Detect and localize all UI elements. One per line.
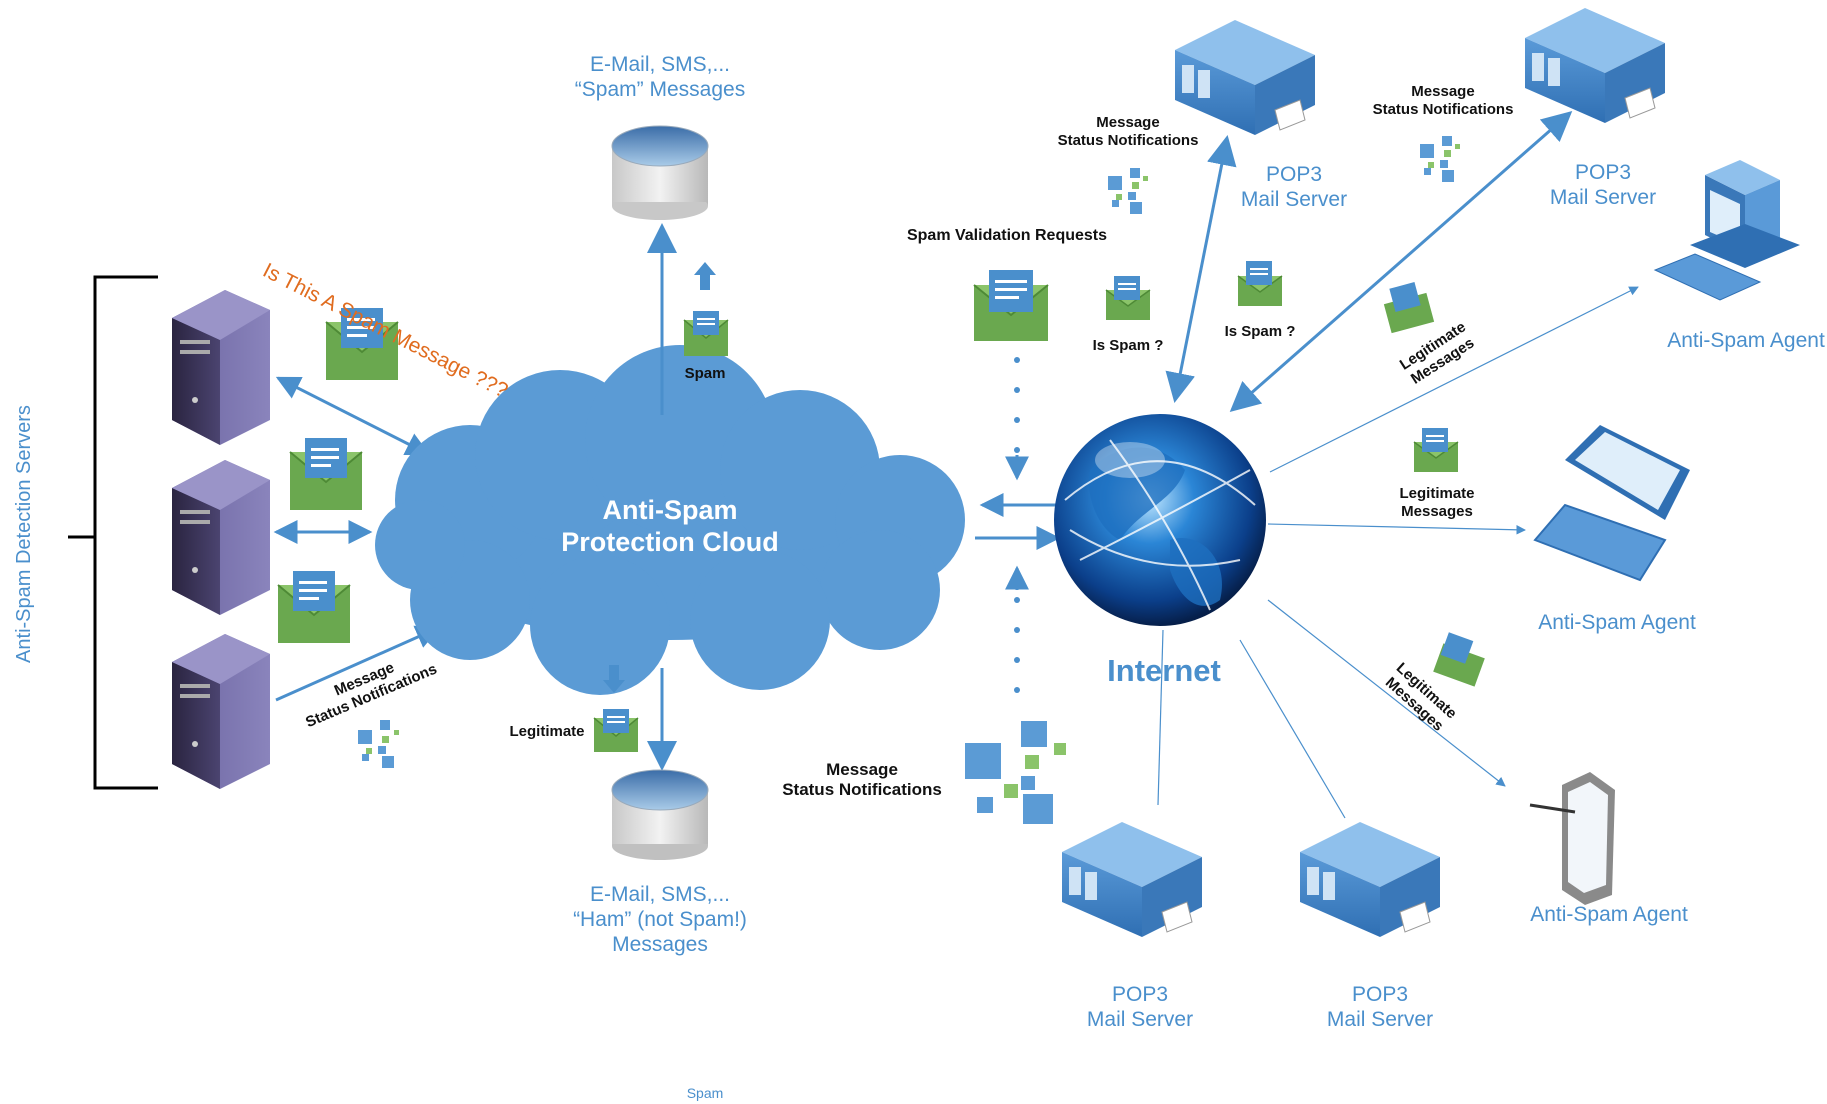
up-arrow-icon [694, 262, 716, 290]
arrow-internet-agent-tablet [1267, 599, 1506, 787]
envelope-icon [1237, 261, 1283, 306]
cloud-label: Anti-Spam Protection Cloud [561, 494, 779, 559]
agent-label-3: Anti-Spam Agent [1530, 903, 1688, 926]
spam-validation-label: Spam Validation Requests [906, 227, 1108, 244]
status-label-top-1-line-1: Message [1096, 114, 1160, 131]
status-mosaic-icon [1420, 136, 1460, 182]
pop3-label-bottom-2-line-2: Mail Server [1326, 1008, 1434, 1032]
pop3-label-top-2-line-1: POP3 [1574, 161, 1632, 184]
detection-server-3[interactable] [172, 634, 270, 789]
ham-db-label-line-1: E-Mail, SMS,... [589, 883, 731, 906]
legit-label-2-line-2: Messages [1401, 503, 1473, 520]
agent-label-2: Anti-Spam Agent [1538, 611, 1696, 634]
envelope-icon [277, 571, 351, 643]
desktop-computer-icon[interactable] [1653, 160, 1800, 301]
agent-label-1: Anti-Spam Agent [1667, 329, 1825, 352]
envelope-icon [1105, 276, 1151, 320]
arrow-internet-agent-desktop [1269, 286, 1639, 473]
pop3-label-top-2: POP3 Mail Server [1550, 160, 1656, 210]
spam-db-label-line-1: E-Mail, SMS,... [589, 53, 731, 76]
pop3-server-top-2[interactable] [1525, 8, 1665, 123]
is-spam-label-2: Is Spam ? [1224, 323, 1296, 340]
pop3-server-bottom-2[interactable] [1300, 822, 1440, 937]
pop3-label-top-2-line-2: Mail Server [1549, 186, 1657, 210]
status-label-center-line-2: Status Notifications [782, 780, 942, 800]
laptop-icon[interactable] [1533, 425, 1690, 582]
spam-db-label-line-2: “Spam” Messages [574, 78, 746, 102]
status-label-top-2-line-2: Status Notifications [1372, 101, 1514, 118]
pop3-label-bottom-1-line-2: Mail Server [1086, 1008, 1194, 1032]
pop3-server-top-1[interactable] [1175, 20, 1315, 135]
pop3-label-top-1-line-1: POP3 [1265, 163, 1323, 186]
status-mosaic-icon [965, 721, 1066, 824]
arrow-server3-cloud [275, 625, 441, 702]
down-arrow-icon [603, 665, 625, 693]
pop3-label-top-1-line-2: Mail Server [1240, 188, 1348, 212]
ham-db-label: E-Mail, SMS,... “Ham” (not Spam!) Messag… [573, 882, 747, 958]
spam-db-label: E-Mail, SMS,... “Spam” Messages [575, 52, 745, 102]
pop3-label-bottom-1: POP3 Mail Server [1087, 982, 1193, 1032]
envelope-icon [593, 709, 639, 752]
server-bracket [68, 275, 158, 790]
envelope-icon [1433, 632, 1485, 687]
legit-label-2: Legitimate Messages [1399, 485, 1474, 521]
envelope-icon [325, 308, 399, 380]
pop3-label-bottom-2: POP3 Mail Server [1327, 982, 1433, 1032]
envelope-icon [289, 438, 363, 510]
status-label-top-1-line-2: Status Notifications [1057, 132, 1199, 149]
pop3-server-bottom-1[interactable] [1062, 822, 1202, 937]
side-label: Anti-Spam Detection Servers [13, 405, 35, 663]
footer-spam-label: Spam [686, 1085, 724, 1101]
line-internet-pop3-bottom1 [1157, 629, 1164, 806]
ham-database[interactable] [611, 769, 709, 860]
pop3-label-top-1: POP3 Mail Server [1241, 162, 1347, 212]
pop3-label-bottom-1-line-1: POP3 [1111, 983, 1169, 1006]
cloud-label-line-1: Anti-Spam [602, 495, 738, 525]
envelope-icon [1383, 282, 1435, 334]
cloud-label-line-2: Protection Cloud [561, 527, 779, 558]
arrow-internet-pop3-top2 [1229, 111, 1573, 412]
protection-cloud[interactable] [375, 345, 965, 695]
line-internet-pop3-bottom2 [1239, 639, 1346, 819]
arrow-internet-agent-laptop [1267, 523, 1526, 535]
detection-server-2[interactable] [172, 460, 270, 615]
dotted-connector [1014, 357, 1020, 693]
detection-server-1[interactable] [172, 290, 270, 445]
status-label-center: Message Status Notifications [782, 760, 942, 801]
ham-db-label-line-3: Messages [612, 933, 708, 957]
tablet-icon[interactable] [1529, 772, 1615, 905]
internet-label: Internet [1107, 653, 1221, 688]
ham-db-label-line-2: “Ham” (not Spam!) [573, 908, 747, 932]
status-mosaic-icon [1108, 168, 1148, 214]
status-label-top-2: Message Status Notifications [1373, 83, 1514, 119]
arrow-internet-pop3-top1 [1165, 135, 1237, 403]
arrow-server1-cloud [275, 376, 431, 456]
internet-globe-icon[interactable] [1054, 414, 1266, 626]
envelope-icon [1413, 428, 1459, 472]
legit-label-2-line-1: Legitimate [1399, 485, 1475, 502]
pop3-label-bottom-2-line-1: POP3 [1351, 983, 1409, 1006]
spam-small-label: Spam [684, 365, 726, 382]
status-label-top-1: Message Status Notifications [1058, 114, 1199, 150]
envelope-icon [683, 311, 729, 356]
status-label-center-line-1: Message [826, 760, 898, 779]
spam-database[interactable] [611, 125, 709, 220]
status-label-top-2-line-1: Message [1411, 83, 1475, 100]
envelope-icon [973, 270, 1049, 341]
legit-small-label: Legitimate [509, 723, 585, 740]
is-spam-label-1: Is Spam ? [1092, 337, 1164, 354]
status-mosaic-icon [358, 720, 399, 768]
